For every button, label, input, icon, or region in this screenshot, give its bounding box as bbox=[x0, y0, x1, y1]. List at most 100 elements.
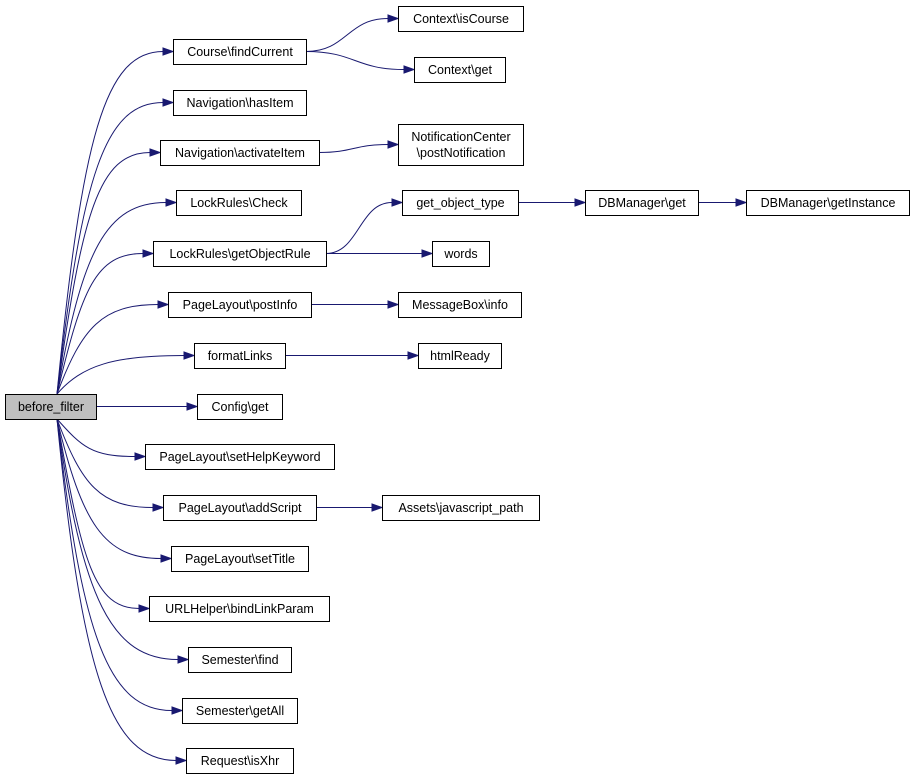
arrowhead-dbmanager_get bbox=[574, 198, 587, 207]
node-lockrules-check[interactable]: LockRules\Check bbox=[176, 190, 302, 216]
arrowhead-course_findcurrent bbox=[162, 47, 175, 56]
node-navigation-hasitem[interactable]: Navigation\hasItem bbox=[173, 90, 307, 116]
node-label: Navigation\hasItem bbox=[186, 96, 293, 110]
node-label: get_object_type bbox=[416, 196, 504, 210]
node-dbmanager-get[interactable]: DBManager\get bbox=[585, 190, 699, 216]
node-label: \postNotification bbox=[417, 146, 506, 160]
arrowhead-htmlready bbox=[407, 351, 420, 360]
arrowhead-messagebox_info bbox=[387, 300, 400, 309]
edge-course_findcurrent-to-context_get bbox=[305, 51, 405, 70]
arrowhead-context_iscourse bbox=[387, 14, 400, 23]
node-dbmanager-getinstance[interactable]: DBManager\getInstance bbox=[746, 190, 910, 216]
node-context-get[interactable]: Context\get bbox=[414, 57, 506, 83]
arrowhead-semester_getall bbox=[171, 706, 184, 715]
node-box bbox=[186, 748, 294, 774]
node-label: Navigation\activateItem bbox=[175, 146, 305, 160]
node-navigation-activateitem[interactable]: Navigation\activateItem bbox=[160, 140, 320, 166]
edge-before_filter-to-course_findcurrent bbox=[56, 51, 164, 395]
node-label: Context\isCourse bbox=[413, 12, 509, 26]
edge-before_filter-to-semester_getall bbox=[56, 418, 173, 711]
node-label: formatLinks bbox=[208, 349, 273, 363]
node-box bbox=[188, 647, 292, 673]
node-label: PageLayout\addScript bbox=[178, 501, 302, 515]
node-label: PageLayout\setTitle bbox=[185, 552, 295, 566]
node-words[interactable]: words bbox=[432, 241, 490, 267]
node-box bbox=[168, 292, 312, 318]
node-box bbox=[432, 241, 490, 267]
node-assets-javascript-path[interactable]: Assets\javascript_path bbox=[382, 495, 540, 521]
node-box bbox=[402, 190, 519, 216]
arrowhead-pagelayout_settitle bbox=[160, 554, 173, 563]
edge-before_filter-to-navigation_hasitem bbox=[56, 102, 164, 395]
node-label: Context\get bbox=[428, 63, 492, 77]
edge-navigation_activateitem-to-notificationcenter_postnotification bbox=[318, 144, 389, 153]
node-notificationcenter-postnotification[interactable]: NotificationCenter\postNotification bbox=[398, 124, 524, 166]
arrowhead-navigation_hasitem bbox=[162, 98, 175, 107]
node-box bbox=[398, 6, 524, 32]
arrowhead-context_get bbox=[403, 65, 416, 74]
node-label: DBManager\getInstance bbox=[761, 196, 896, 210]
node-messagebox-info[interactable]: MessageBox\info bbox=[398, 292, 522, 318]
node-label: Course\findCurrent bbox=[187, 45, 293, 59]
node-lockrules-getobjectrule[interactable]: LockRules\getObjectRule bbox=[153, 241, 327, 267]
node-pagelayout-postinfo[interactable]: PageLayout\postInfo bbox=[168, 292, 312, 318]
node-label: Semester\getAll bbox=[196, 704, 284, 718]
nodes-layer: before_filter Course\findCurrent Context\i… bbox=[5, 6, 910, 774]
node-pagelayout-addscript[interactable]: PageLayout\addScript bbox=[163, 495, 317, 521]
node-box bbox=[194, 343, 286, 369]
node-label: htmlReady bbox=[430, 349, 490, 363]
node-course-findcurrent[interactable]: Course\findCurrent bbox=[173, 39, 307, 65]
arrowhead-semester_find bbox=[177, 655, 190, 664]
node-label: LockRules\getObjectRule bbox=[169, 247, 310, 261]
node-config-get[interactable]: Config\get bbox=[197, 394, 283, 420]
node-context-iscourse[interactable]: Context\isCourse bbox=[398, 6, 524, 32]
node-label: Config\get bbox=[212, 400, 270, 414]
node-box bbox=[398, 292, 522, 318]
node-pagelayout-sethelpkeyword[interactable]: PageLayout\setHelpKeyword bbox=[145, 444, 335, 470]
node-htmlready[interactable]: htmlReady bbox=[418, 343, 502, 369]
node-label: Assets\javascript_path bbox=[398, 501, 523, 515]
node-before-filter[interactable]: before_filter bbox=[5, 394, 97, 420]
edge-before_filter-to-pagelayout_postinfo bbox=[56, 304, 159, 395]
edge-before_filter-to-semester_find bbox=[56, 418, 179, 660]
node-label: before_filter bbox=[18, 400, 84, 414]
node-label: Request\isXhr bbox=[201, 754, 280, 768]
node-box bbox=[197, 394, 283, 420]
edge-course_findcurrent-to-context_iscourse bbox=[305, 18, 389, 52]
node-semester-getall[interactable]: Semester\getAll bbox=[182, 698, 298, 724]
arrowhead-config_get bbox=[186, 402, 199, 411]
node-label: words bbox=[443, 247, 477, 261]
node-formatlinks[interactable]: formatLinks bbox=[194, 343, 286, 369]
edges-layer bbox=[56, 14, 748, 765]
node-request-isxhr[interactable]: Request\isXhr bbox=[186, 748, 294, 774]
node-box bbox=[173, 90, 307, 116]
edge-before_filter-to-formatlinks bbox=[56, 355, 185, 395]
node-box bbox=[173, 39, 307, 65]
arrowhead-request_isxhr bbox=[175, 756, 188, 765]
arrowhead-pagelayout_postinfo bbox=[157, 300, 170, 309]
arrowhead-lockrules_check bbox=[165, 198, 178, 207]
node-box bbox=[145, 444, 335, 470]
arrowhead-words bbox=[421, 249, 434, 258]
node-label: DBManager\get bbox=[598, 196, 686, 210]
node-box bbox=[182, 698, 298, 724]
arrowhead-formatlinks bbox=[183, 351, 196, 360]
arrowhead-lockrules_getobjectrule bbox=[142, 249, 155, 258]
node-get-object-type[interactable]: get_object_type bbox=[402, 190, 519, 216]
node-box bbox=[398, 124, 524, 166]
node-label: PageLayout\postInfo bbox=[183, 298, 298, 312]
arrowhead-assets_javascript_path bbox=[371, 503, 384, 512]
edge-lockrules_getobjectrule-to-get_object_type bbox=[325, 202, 393, 254]
node-pagelayout-settitle[interactable]: PageLayout\setTitle bbox=[171, 546, 309, 572]
node-box bbox=[160, 140, 320, 166]
edge-before_filter-to-lockrules_check bbox=[56, 202, 167, 395]
arrowhead-dbmanager_getinstance bbox=[735, 198, 748, 207]
node-label: Semester\find bbox=[201, 653, 278, 667]
arrowhead-urlhelper_bindlinkparam bbox=[138, 604, 151, 613]
node-box bbox=[585, 190, 699, 216]
node-label: LockRules\Check bbox=[190, 196, 288, 210]
node-box bbox=[746, 190, 910, 216]
node-urlhelper-bindlinkparam[interactable]: URLHelper\bindLinkParam bbox=[149, 596, 330, 622]
node-semester-find[interactable]: Semester\find bbox=[188, 647, 292, 673]
